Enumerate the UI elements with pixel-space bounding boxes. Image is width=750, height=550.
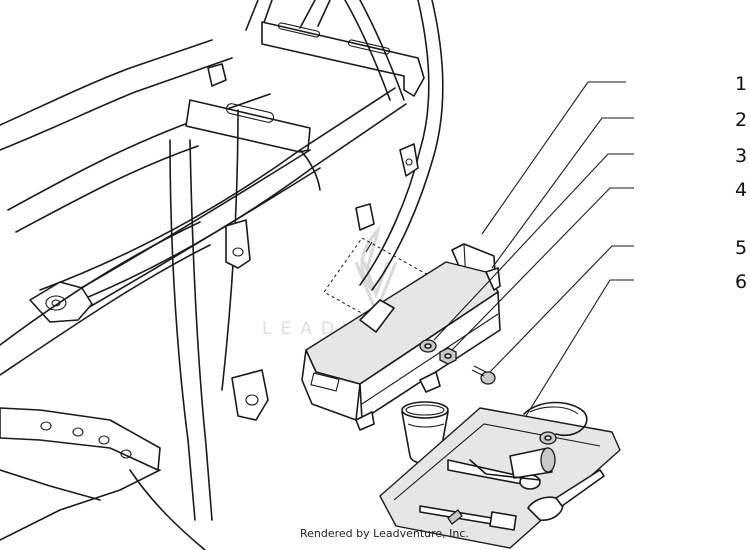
nut — [439, 347, 457, 365]
leader-line-4 — [451, 187, 634, 351]
tool-kit — [379, 401, 621, 549]
callout-numbers: 1 2 3 4 5 6 — [735, 73, 747, 293]
leader-lines — [433, 81, 634, 417]
render-credit: Rendered by Leadventure, Inc. — [300, 527, 469, 540]
callout-5: 5 — [735, 237, 747, 259]
leader-line-3 — [433, 153, 634, 341]
leader-line-5 — [489, 245, 634, 373]
washer — [419, 339, 437, 353]
callout-1: 1 — [735, 73, 747, 95]
callout-6: 6 — [735, 271, 747, 293]
callout-4: 4 — [735, 179, 747, 201]
leader-line-1 — [481, 81, 626, 235]
tool-box — [301, 243, 501, 431]
callout-2: 2 — [735, 109, 747, 131]
screw — [471, 365, 496, 385]
leader-line-2 — [491, 117, 634, 269]
callout-3: 3 — [735, 145, 747, 167]
frame — [0, 0, 444, 550]
leader-line-6 — [525, 279, 634, 417]
